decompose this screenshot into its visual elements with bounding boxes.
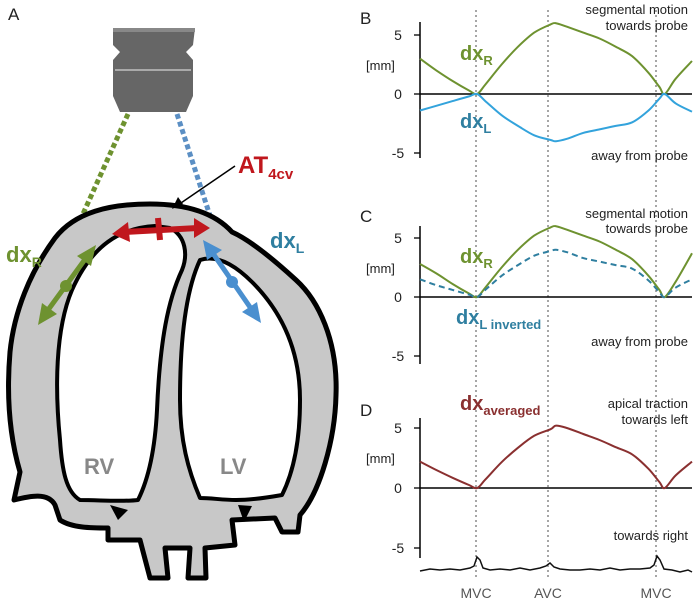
- lv-label: LV: [220, 454, 247, 479]
- tick-label-b-0: 0: [394, 86, 402, 102]
- top-note-b-2: towards probe: [606, 18, 688, 33]
- papillary-left: [110, 505, 128, 520]
- panel-d: D 5 0 -5 [mm] apical traction towards le…: [360, 393, 693, 573]
- unit-label-b: [mm]: [366, 58, 395, 73]
- at-label: AT4cv: [238, 152, 294, 183]
- top-note-d-2: towards left: [622, 412, 689, 427]
- lv-cavity: [178, 256, 302, 502]
- dxr-arrow: [38, 245, 96, 325]
- series-c-dxl: [419, 248, 693, 299]
- unit-label-c: [mm]: [366, 261, 395, 276]
- at-pointer-arrowhead: [172, 197, 183, 209]
- series-label-d: dxaveraged: [460, 393, 540, 418]
- top-note-c-2: towards probe: [606, 221, 688, 236]
- panel-letter-c: C: [360, 207, 372, 226]
- panel-b: B 5 0 -5 [mm] segmental motion towards p…: [360, 2, 693, 163]
- top-note-d-1: apical traction: [608, 396, 688, 411]
- bottom-note-c: away from probe: [591, 334, 688, 349]
- series-label-b-dxl: dxL: [460, 111, 491, 136]
- tick-label-c-0: 0: [394, 289, 402, 305]
- papillary-right: [238, 505, 252, 522]
- series-label-c-dxl: dxL inverted: [456, 307, 541, 332]
- tick-label-d-0: 0: [394, 480, 402, 496]
- marker-mvc-1: MVC: [460, 585, 491, 601]
- panel-letter-d: D: [360, 401, 372, 420]
- beam-right-line: [75, 112, 131, 227]
- dxl-arrow: [203, 240, 261, 323]
- ecg-trace: [419, 554, 693, 573]
- unit-label-d: [mm]: [366, 451, 395, 466]
- beam-left-line: [174, 113, 215, 223]
- series-b-dxr: [419, 21, 693, 96]
- marker-avc: AVC: [534, 585, 562, 601]
- tick-label-b-m5: -5: [392, 145, 405, 161]
- ultrasound-probe-icon: [113, 28, 195, 112]
- marker-mvc-2: MVC: [640, 585, 671, 601]
- panel-letter-b: B: [360, 9, 371, 28]
- heart-diagram: [5, 201, 339, 581]
- dxl-label: dxL: [270, 228, 305, 256]
- series-b-dxl: [419, 92, 693, 143]
- tick-label-d-m5: -5: [392, 540, 405, 556]
- panel-letter-a: A: [8, 5, 20, 24]
- apical-traction-arrow: [112, 217, 210, 242]
- tick-label-c-m5: -5: [392, 348, 405, 364]
- bottom-note-b: away from probe: [591, 148, 688, 163]
- tick-label-d-5: 5: [394, 420, 402, 436]
- top-note-b-1: segmental motion: [585, 2, 688, 17]
- series-d-averaged: [419, 424, 693, 490]
- series-label-c-dxr: dxR: [460, 246, 493, 271]
- tick-label-c-5: 5: [394, 230, 402, 246]
- tick-label-b-5: 5: [394, 27, 402, 43]
- at-pointer-arrow: [177, 165, 236, 206]
- rv-label: RV: [84, 454, 114, 479]
- panel-a: A RV LV AT4cv: [5, 5, 339, 581]
- bottom-note-d: towards right: [614, 528, 689, 543]
- series-label-b-dxr: dxR: [460, 43, 493, 68]
- top-note-c-1: segmental motion: [585, 206, 688, 221]
- dxr-label: dxR: [6, 242, 42, 270]
- panel-c: C 5 0 -5 [mm] segmental motion towards p…: [360, 206, 693, 364]
- rv-cavity: [55, 224, 188, 503]
